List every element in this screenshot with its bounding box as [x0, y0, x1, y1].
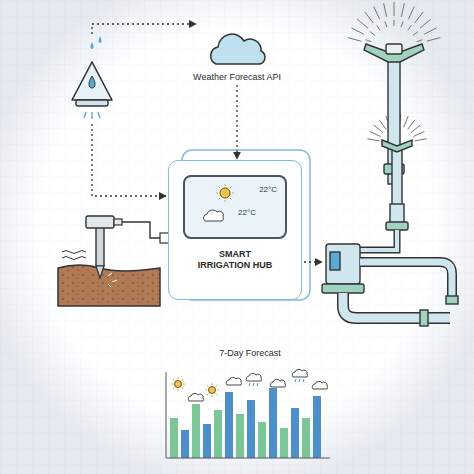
- forecast-bar: [302, 418, 310, 458]
- water-spray: [365, 12, 374, 23]
- forecast-bar: [170, 418, 178, 458]
- water-spray: [384, 3, 387, 17]
- water-spray: [413, 32, 418, 36]
- api-cloud: Weather Forecast API: [182, 30, 292, 82]
- forecast-bar-chart: [166, 369, 330, 458]
- forecast-chart: 7-Day Forecast: [160, 348, 340, 358]
- temperature-reading: 22°C: [193, 208, 277, 217]
- water-spray: [379, 120, 386, 130]
- water-spray: [401, 21, 403, 27]
- water-spray: [394, 20, 395, 26]
- data-link: [92, 124, 166, 196]
- water-spray: [415, 12, 424, 23]
- water-spray: [370, 132, 381, 137]
- weather-icon: [188, 393, 203, 401]
- water-spray: [408, 25, 411, 30]
- water-spray: [404, 116, 408, 127]
- water-spray: [366, 40, 372, 42]
- water-spray: [367, 139, 379, 141]
- water-spray: [377, 25, 380, 30]
- forecast-bar: [269, 388, 277, 458]
- water-spray: [427, 38, 441, 42]
- chart-title: 7-Day Forecast: [160, 348, 340, 358]
- api-label: Weather Forecast API: [182, 72, 292, 82]
- data-link: [92, 24, 196, 34]
- weather-icon: [270, 379, 285, 387]
- hub-box: 22°C 22°C SMART IRRIGATION HUB: [168, 160, 302, 300]
- hub-title: SMART IRRIGATION HUB: [195, 249, 275, 272]
- soil-sensor: [58, 216, 160, 306]
- temperature-reading: 22°C: [193, 185, 277, 194]
- control-link: [304, 261, 322, 262]
- data-connector: [236, 85, 237, 159]
- rain-gauge: [72, 36, 112, 119]
- forecast-bar: [192, 404, 200, 458]
- water-spray: [370, 32, 375, 36]
- forecast-bar: [225, 392, 233, 458]
- forecast-bar: [291, 408, 299, 458]
- cloud-icon: [182, 30, 292, 70]
- water-spray: [413, 132, 424, 137]
- weather-icon: [226, 377, 241, 385]
- water-spray: [417, 40, 423, 42]
- water-spray: [415, 139, 427, 141]
- sprinkler-system: [322, 2, 458, 326]
- forecast-bar: [280, 428, 288, 458]
- forecast-bar: [236, 414, 244, 458]
- chart-axis: [166, 372, 330, 458]
- water-spray: [348, 38, 362, 42]
- water-spray: [408, 120, 415, 130]
- water-spray: [424, 28, 436, 34]
- water-spray: [408, 6, 414, 19]
- weather-icon: [246, 373, 261, 386]
- water-spray: [394, 2, 395, 16]
- weather-icon: [312, 381, 327, 389]
- water-spray: [374, 125, 383, 133]
- weather-icon: [292, 369, 307, 382]
- forecast-bar: [313, 396, 321, 458]
- hub-screen: 22°C 22°C: [183, 175, 287, 239]
- forecast-bar: [258, 422, 266, 458]
- forecast-bar: [203, 424, 211, 458]
- forecast-bar: [181, 430, 189, 458]
- water-spray: [420, 19, 431, 28]
- forecast-bar: [214, 410, 222, 458]
- weather-icon: [171, 377, 185, 391]
- water-spray: [357, 19, 368, 28]
- water-spray: [401, 3, 404, 17]
- forecast-bar: [247, 400, 255, 458]
- water-spray: [374, 6, 380, 19]
- water-spray: [385, 21, 387, 27]
- water-spray: [351, 28, 363, 34]
- water-spray: [411, 125, 420, 133]
- weather-icon: [205, 383, 219, 397]
